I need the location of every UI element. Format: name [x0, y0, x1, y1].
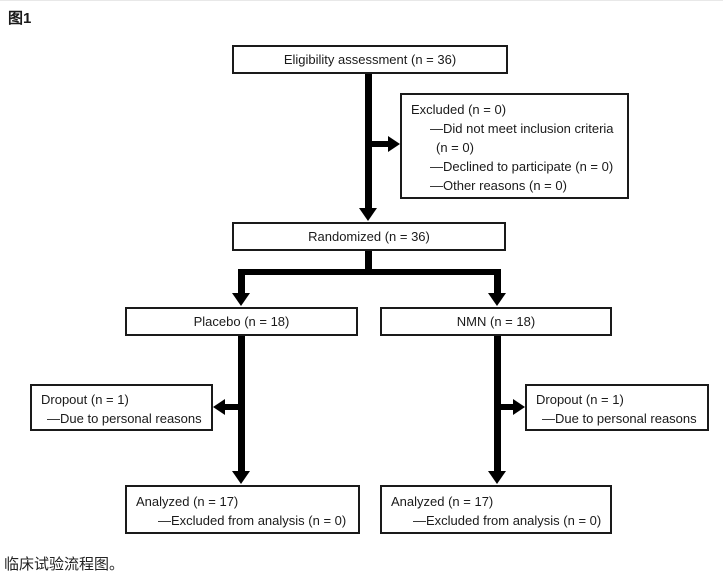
analyzed-left-box: Analyzed (n = 17) —Excluded from analysi…: [125, 485, 360, 534]
dropout-right-title: Dropout (n = 1): [536, 392, 624, 407]
analyzed-left-title: Analyzed (n = 17): [136, 494, 239, 509]
randomized-label: Randomized (n = 36): [308, 229, 430, 244]
excluded-title: Excluded (n = 0): [411, 102, 507, 117]
connector-excluded-branch: [369, 141, 389, 147]
nmn-box: NMN (n = 18): [380, 307, 612, 336]
dropout-right-box: Dropout (n = 1) —Due to personal reasons: [525, 384, 709, 431]
arrowhead-analyzed-right: [488, 471, 506, 484]
arrowhead-randomized: [359, 208, 377, 221]
arrowhead-dropout-left: [213, 399, 225, 415]
connector-nmn-analyzed: [494, 336, 501, 472]
analyzed-right-box: Analyzed (n = 17) —Excluded from analysi…: [380, 485, 612, 534]
arrowhead-dropout-right: [513, 399, 525, 415]
arrowhead-placebo: [232, 293, 250, 306]
analyzed-right-title: Analyzed (n = 17): [391, 494, 494, 509]
connector-randomized-split: [365, 251, 372, 275]
dropout-left-box: Dropout (n = 1) —Due to personal reasons: [30, 384, 213, 431]
figure-label: 图1: [8, 10, 32, 27]
excluded-item-inclusion-n: (n = 0): [436, 140, 474, 155]
dropout-left-title: Dropout (n = 1): [41, 392, 129, 407]
arrowhead-nmn: [488, 293, 506, 306]
placebo-label: Placebo (n = 18): [193, 314, 290, 329]
eligibility-box: Eligibility assessment (n = 36): [232, 45, 508, 74]
excluded-item-inclusion: —Did not meet inclusion criteria: [430, 121, 614, 136]
randomized-box: Randomized (n = 36): [232, 222, 506, 251]
analyzed-right-excluded: —Excluded from analysis (n = 0): [413, 513, 602, 528]
connector-eligibility-randomized: [365, 74, 372, 209]
connector-dropout-right-branch: [498, 404, 515, 410]
connector-split-right: [494, 269, 501, 294]
placebo-box: Placebo (n = 18): [125, 307, 358, 336]
arrowhead-analyzed-left: [232, 471, 250, 484]
analyzed-left-excluded: —Excluded from analysis (n = 0): [158, 513, 347, 528]
excluded-item-other: —Other reasons (n = 0): [430, 178, 567, 193]
dropout-right-reason: —Due to personal reasons: [542, 411, 697, 426]
dropout-left-reason: —Due to personal reasons: [47, 411, 202, 426]
connector-split-left: [238, 269, 245, 294]
connector-split-bar: [238, 269, 501, 275]
excluded-box: Excluded (n = 0) —Did not meet inclusion…: [400, 93, 629, 199]
eligibility-label: Eligibility assessment (n = 36): [283, 52, 457, 67]
arrowhead-excluded: [388, 136, 400, 152]
nmn-label: NMN (n = 18): [456, 314, 536, 329]
connector-dropout-left-branch: [225, 404, 242, 410]
figure-caption: 临床试验流程图。: [4, 556, 125, 573]
excluded-item-declined: —Declined to participate (n = 0): [430, 159, 614, 174]
